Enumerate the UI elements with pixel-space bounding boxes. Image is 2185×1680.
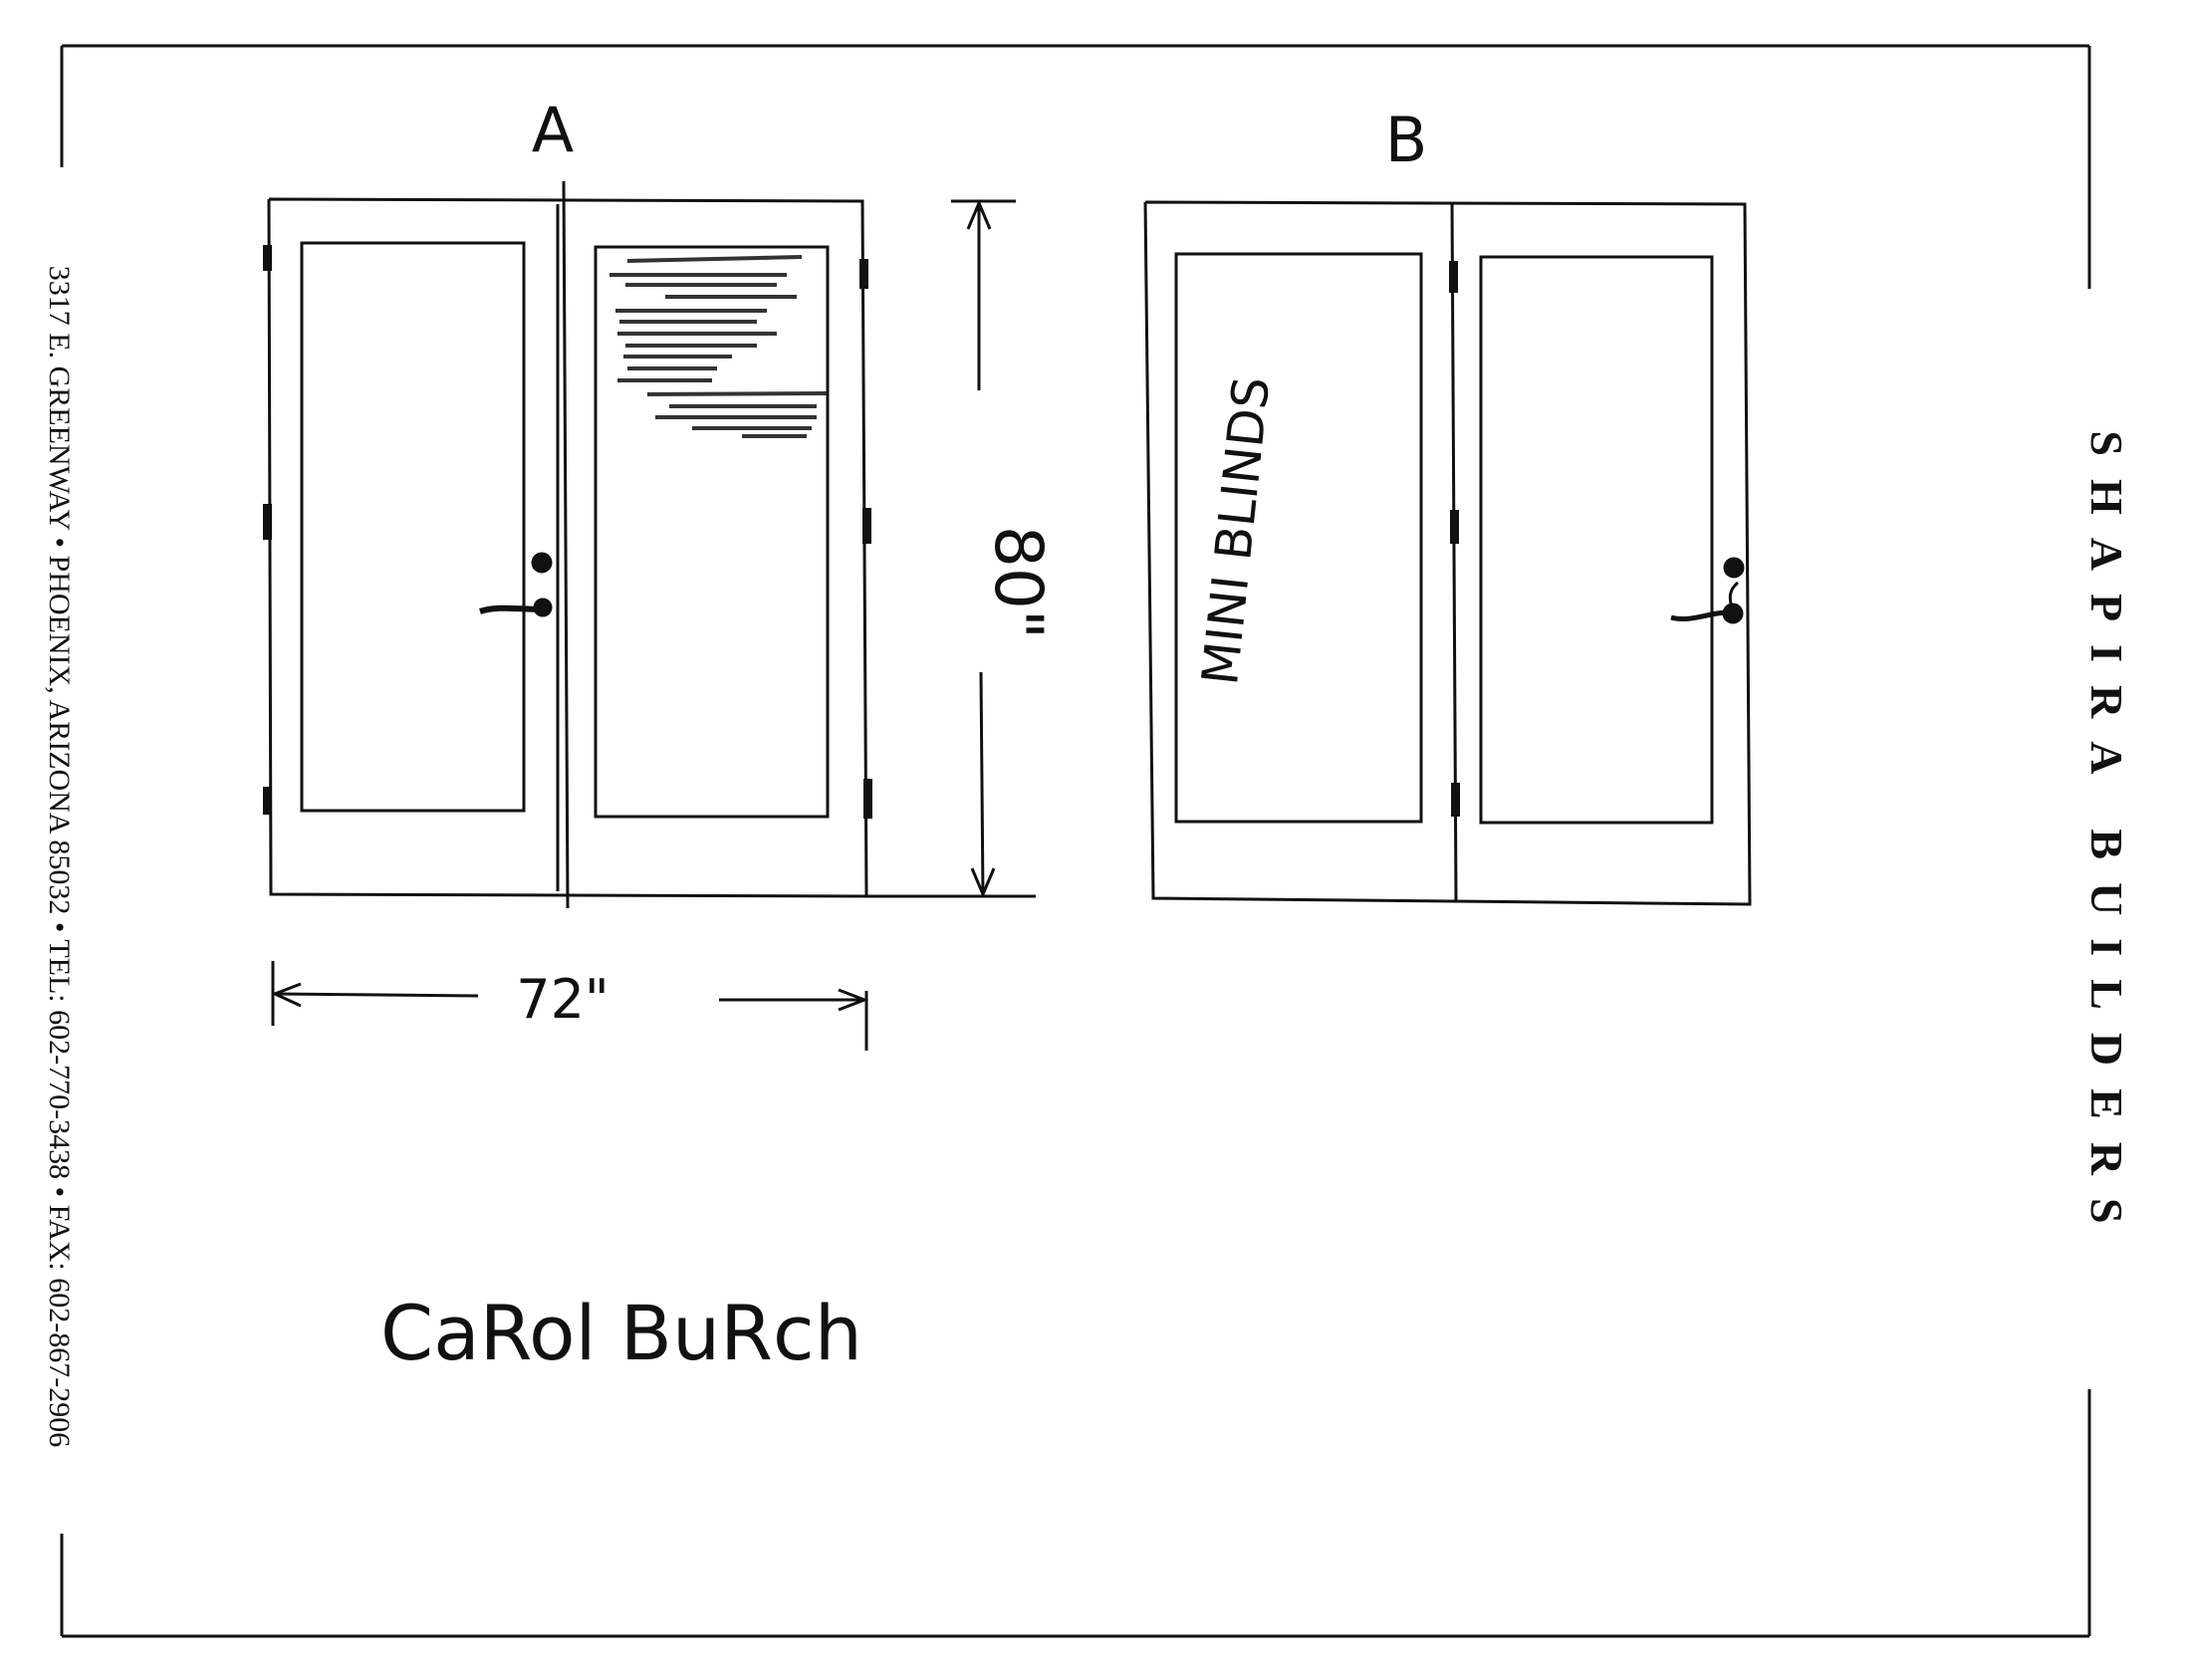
elevation-a-label: A <box>532 94 574 166</box>
width-dimension <box>271 961 869 1051</box>
door-b <box>1143 200 1752 906</box>
page-border <box>60 44 2091 1638</box>
width-dimension-label: 72" <box>516 968 609 1031</box>
mini-blinds-note: MINI BLINDS <box>1191 374 1281 688</box>
client-name: CaRol BuRch <box>380 1289 862 1377</box>
company-name: SHAPIRA BUILDERS <box>2081 430 2132 1246</box>
company-address: 3317 E. GREENWAY • PHOENIX, ARIZONA 8503… <box>43 266 76 1447</box>
glass-reflection-lines <box>609 255 828 438</box>
door-a <box>263 180 872 909</box>
elevation-b-label: B <box>1385 104 1428 176</box>
height-dimension <box>866 199 1036 898</box>
height-dimension-label: 80" <box>980 526 1057 639</box>
